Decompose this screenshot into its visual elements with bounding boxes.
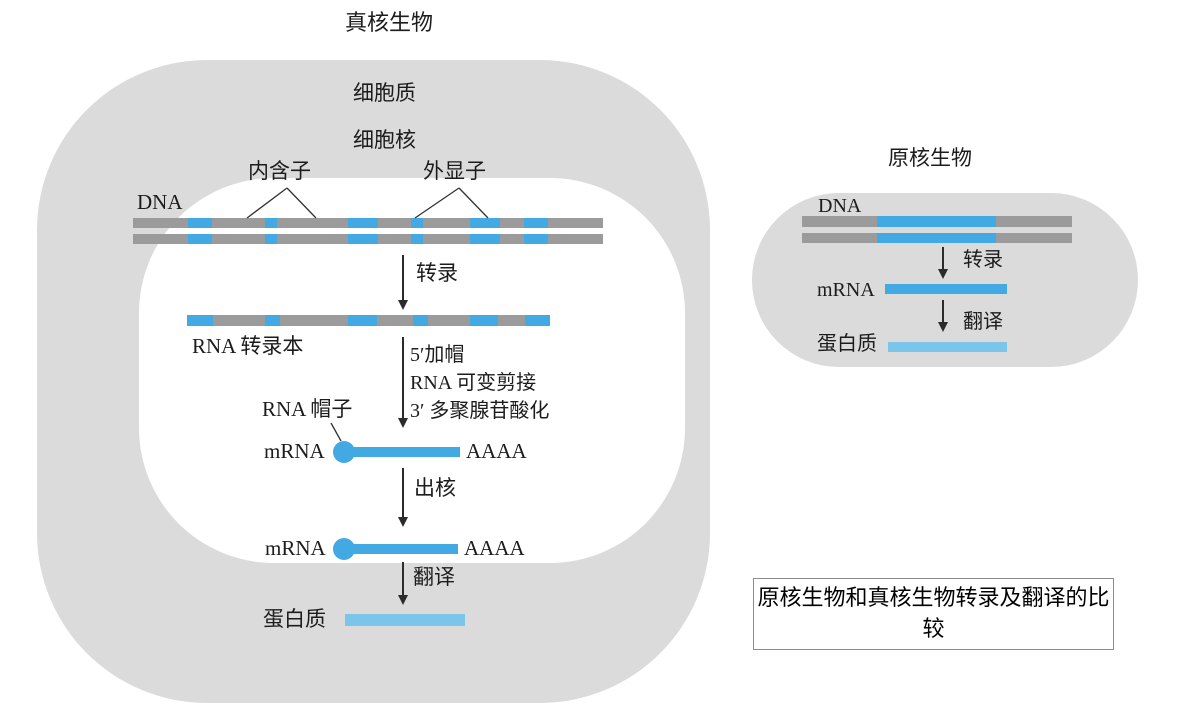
euk-protein-label: 蛋白质 <box>263 607 326 631</box>
nuclear-export-label: 出核 <box>414 476 456 500</box>
rna-cap-icon <box>333 441 355 463</box>
euk-polya-label-nucleus: AAAA <box>466 439 527 463</box>
euk-dna-label: DNA <box>137 190 183 214</box>
prok-dna-label: DNA <box>818 195 862 217</box>
euk-mrna-label-cytoplasm: mRNA <box>265 536 326 560</box>
exon-segment <box>470 315 499 326</box>
euk-polya-label-cytoplasm: AAAA <box>464 536 525 560</box>
prok-dna-strand-2 <box>802 233 1072 243</box>
rna-cap-label: RNA 帽子 <box>262 397 353 421</box>
exon-segment <box>265 234 278 244</box>
exon-segment <box>265 218 278 228</box>
euk-transcription-label: 转录 <box>416 261 458 285</box>
exon-segment <box>524 234 548 244</box>
euk-mrna-bar-cytoplasm <box>350 544 458 554</box>
exon-segment <box>410 234 423 244</box>
exon-segment <box>524 315 550 326</box>
prok-protein-label: 蛋白质 <box>817 333 877 355</box>
euk-translation-arrow <box>397 562 409 605</box>
exon-segment <box>347 218 378 228</box>
exon-segment <box>469 218 501 228</box>
nuclear-export-arrow <box>397 468 409 527</box>
rna-processing-arrow <box>397 337 409 428</box>
euk-mrna-bar-nucleus <box>350 447 460 457</box>
rna-transcript-label: RNA 转录本 <box>192 334 304 358</box>
processing-step-polyadenylation: 3′ 多聚腺苷酸化 <box>410 400 550 422</box>
exon-segment <box>410 218 423 228</box>
cytoplasm-label: 细胞质 <box>353 81 416 105</box>
exon-label: 外显子 <box>423 159 486 183</box>
prok-transcription-label: 转录 <box>963 249 1003 271</box>
exon-segment <box>187 218 212 228</box>
euk-protein-bar <box>345 614 465 626</box>
prokaryote-title: 原核生物 <box>888 146 972 170</box>
exon-segment <box>469 234 501 244</box>
prok-mrna-bar <box>885 284 1007 294</box>
exon-segment <box>877 233 997 243</box>
prok-transcription-arrow <box>937 247 949 279</box>
exon-segment <box>524 218 548 228</box>
exon-segment <box>347 315 377 326</box>
exon-segment <box>265 315 280 326</box>
caption-box: 原核生物和真核生物转录及翻译的比较 <box>753 578 1114 650</box>
prok-mrna-label: mRNA <box>817 279 875 301</box>
rna-cap-icon-cytoplasm <box>333 538 355 560</box>
exon-segment <box>877 216 997 227</box>
euk-translation-label: 翻译 <box>413 565 455 589</box>
euk-mrna-label-nucleus: mRNA <box>264 439 325 463</box>
prok-protein-bar <box>888 342 1007 352</box>
prok-dna-strand-1 <box>802 216 1072 227</box>
eukaryote-cell-shape <box>37 60 710 703</box>
intron-label: 内含子 <box>248 159 311 183</box>
exon-segment <box>187 315 214 326</box>
processing-step-splicing: RNA 可变剪接 <box>410 372 537 394</box>
euk-dna-strand-2 <box>133 234 603 244</box>
processing-step-capping: 5′加帽 <box>410 344 465 366</box>
prok-translation-arrow <box>937 300 949 332</box>
prok-translation-label: 翻译 <box>963 311 1003 333</box>
euk-dna-strand-1 <box>133 218 603 228</box>
exon-segment <box>347 234 378 244</box>
rna-transcript-bar <box>187 315 550 326</box>
nucleus-label: 细胞核 <box>353 128 416 152</box>
eukaryote-title: 真核生物 <box>345 10 434 35</box>
rna-processing-steps: 5′加帽 RNA 可变剪接 3′ 多聚腺苷酸化 <box>410 341 549 425</box>
exon-segment <box>187 234 212 244</box>
euk-transcription-arrow <box>397 255 409 310</box>
exon-segment <box>413 315 429 326</box>
